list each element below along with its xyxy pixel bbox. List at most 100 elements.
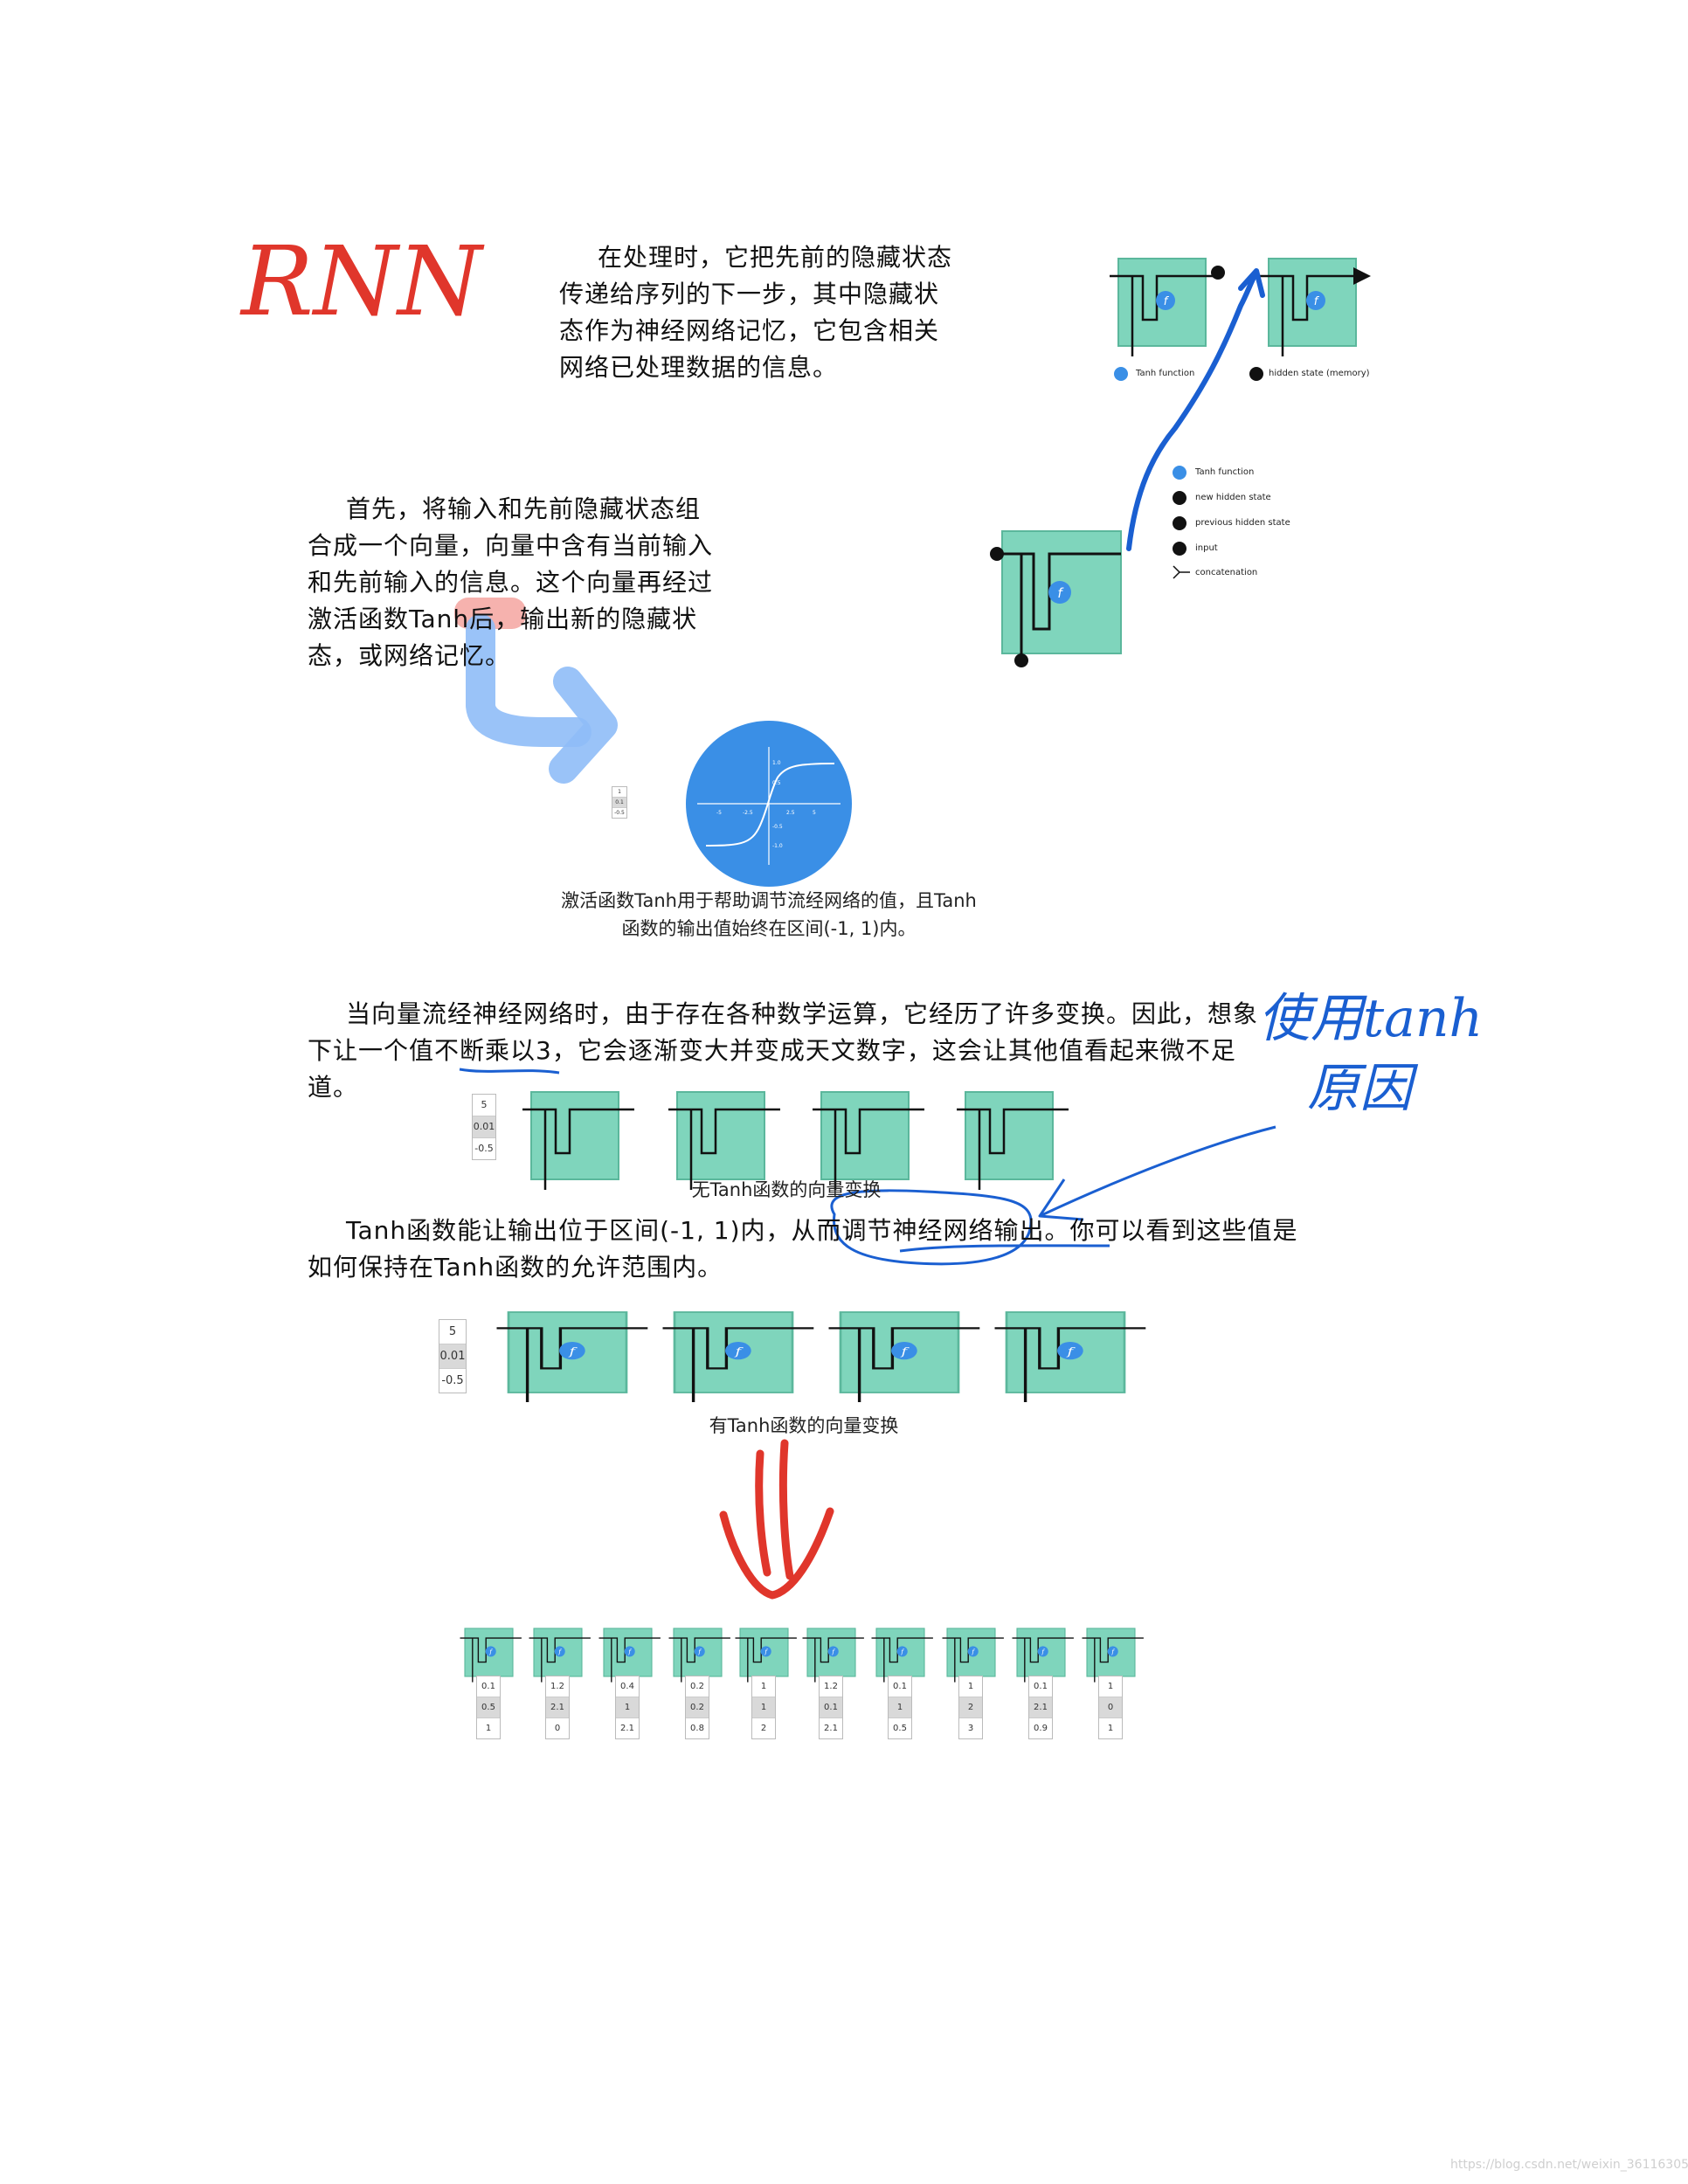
sequence-output-value: 1.2 — [546, 1676, 569, 1697]
vector-value: -0.5 — [441, 1374, 464, 1387]
sequence-output-value: 1 — [752, 1697, 775, 1718]
highlighter-arrowhead — [549, 667, 618, 784]
tanh-legend-icon — [1114, 367, 1128, 381]
sequence-output-value: 2 — [959, 1697, 982, 1718]
tanh-x-tick-0: -5 — [716, 810, 722, 816]
tanh-x-tick-1: -2.5 — [743, 810, 753, 816]
sequence-output-value: 0.5 — [893, 1724, 907, 1733]
vector-value: 5 — [473, 1095, 495, 1116]
sequence-output-value: 2.1 — [824, 1724, 838, 1733]
sequence-output-value: 0 — [1099, 1697, 1122, 1718]
sequence-output-value: 0.2 — [686, 1697, 709, 1718]
tanh-y-tick-0: 1.0 — [772, 760, 781, 766]
legend-new-hidden-icon — [1173, 491, 1186, 505]
red-arrow-shaft — [755, 1439, 794, 1580]
seq-cell-10 — [1081, 1628, 1145, 1683]
legend-tanh-label: Tanh function — [1136, 369, 1195, 378]
paragraph-tanh-range: Tanh函数能让输出位于区间(-1, 1)内，从而调节神经网络输出。你可以看到这… — [308, 1216, 1298, 1282]
vector-value: 0.01 — [473, 1116, 495, 1138]
ink-underline — [459, 1068, 560, 1075]
vector-value: 0.01 — [439, 1344, 466, 1369]
sequence-output-value: 2 — [760, 1724, 767, 1733]
tanh-plot: -5 -2.5 2.5 5 1.0 0.5 -0.5 -1.0 — [686, 721, 852, 887]
legend-input-icon — [1173, 542, 1186, 556]
tanh-y-tick-1: 0.5 — [772, 780, 781, 786]
legend-concat-icon — [1173, 565, 1190, 579]
sequence-output-value: 0.1 — [1029, 1676, 1052, 1697]
sequence-output-value: 1 — [752, 1676, 775, 1697]
svg-text:f: f — [1314, 295, 1320, 308]
seq-cell-2 — [528, 1628, 591, 1683]
ink-pointer-head — [1038, 1178, 1084, 1221]
rnn-cell-detail: f — [990, 530, 1122, 667]
seq-cell-9 — [1011, 1628, 1075, 1683]
seq-cell-7 — [870, 1628, 934, 1683]
hidden-state-legend-icon — [1249, 367, 1263, 381]
sequence-output-value: 1.2 — [820, 1676, 842, 1697]
sequence-output-value: 0.5 — [477, 1697, 500, 1718]
sequence-output-value: 0.1 — [889, 1676, 911, 1697]
legend-mid-prev-hidden: previous hidden state — [1195, 518, 1290, 528]
legend-prev-hidden-icon — [1173, 516, 1186, 530]
seq-cell-4 — [668, 1628, 731, 1683]
paragraph-vector-transform: 当向量流经神经网络时，由于存在各种数学运算，它经历了许多变换。因此，想象下让一个… — [308, 999, 1259, 1102]
sequence-output-value: 2.1 — [1029, 1697, 1052, 1718]
sequence-output-value: 1 — [616, 1697, 639, 1718]
legend-hidden-label: hidden state (memory) — [1269, 369, 1370, 378]
paragraph-hidden-state: 在处理时，它把先前的隐藏状态传递给序列的下一步，其中隐藏状态作为神经网络记忆，它… — [559, 243, 953, 382]
sequence-output-value: 0.1 — [477, 1676, 500, 1697]
legend-mid-new-hidden: new hidden state — [1195, 493, 1271, 502]
sequence-output-value: 2.1 — [620, 1724, 634, 1733]
note-line-1: 使用tanh — [1258, 988, 1483, 1049]
vector-small: 1 0.1 -0.5 — [612, 786, 627, 819]
sequence-output-value: 1 — [485, 1724, 492, 1733]
tanh-y-tick-2: -0.5 — [772, 824, 783, 830]
tanh-cell-4 — [993, 1310, 1147, 1404]
sequence-output-value: 0.4 — [616, 1676, 639, 1697]
rnn-cell-top-right: f — [1260, 258, 1371, 356]
ink-pointer — [1039, 1125, 1276, 1218]
vector-tanh-input: 5 0.01 -0.5 — [439, 1319, 467, 1393]
legend-mid-tanh: Tanh function — [1195, 467, 1255, 477]
seq-cell-8 — [941, 1628, 1005, 1683]
rnn-cell-top-left: f — [1110, 258, 1225, 356]
tanh-x-tick-2: 2.5 — [786, 810, 795, 816]
vector-small-value: 1 — [612, 787, 626, 798]
red-arrow-head — [719, 1507, 834, 1600]
vector-small-value: -0.5 — [614, 810, 625, 816]
legend-mid-input: input — [1195, 543, 1218, 553]
caption-with-tanh: 有Tanh函数的向量变换 — [709, 1415, 899, 1436]
no-tanh-cell-4 — [955, 1090, 1070, 1192]
vector-value: -0.5 — [474, 1143, 494, 1154]
sequence-output-value: 1 — [889, 1697, 911, 1718]
tanh-cell-3 — [827, 1310, 981, 1404]
tanh-x-tick-3: 5 — [813, 810, 816, 816]
highlighter-arrow — [466, 614, 591, 747]
seq-cell-6 — [801, 1628, 865, 1683]
ink-oval — [830, 1189, 1033, 1266]
seq-cell-5 — [734, 1628, 798, 1683]
tanh-cell-1 — [495, 1310, 649, 1404]
sequence-output-value: 3 — [967, 1724, 974, 1733]
sequence-output-value: 0.8 — [690, 1724, 704, 1733]
legend-mid-concat: concatenation — [1195, 568, 1258, 577]
sequence-output-value: 1 — [1099, 1676, 1122, 1697]
sequence-output-value: 0.9 — [1034, 1724, 1048, 1733]
svg-text:f: f — [1057, 585, 1064, 601]
sequence-output-value: 2.1 — [546, 1697, 569, 1718]
note-line-2: 原因 — [1307, 1058, 1419, 1119]
sequence-output-value: 0.2 — [686, 1676, 709, 1697]
seq-cell-3 — [598, 1628, 661, 1683]
watermark: https://blog.csdn.net/weixin_36116305 — [1450, 2158, 1688, 2172]
tanh-y-tick-3: -1.0 — [772, 843, 783, 849]
ink-underline-2 — [899, 1244, 1110, 1253]
legend-tanh-icon — [1173, 466, 1186, 480]
vector-small-value: 0.1 — [612, 798, 626, 808]
